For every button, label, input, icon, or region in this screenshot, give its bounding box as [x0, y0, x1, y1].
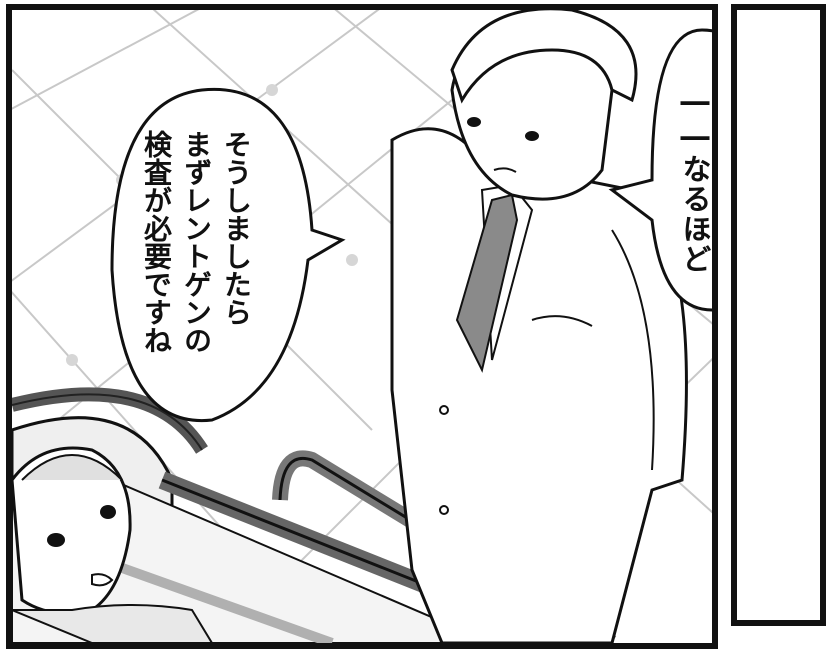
- patient-dialogue-line-3: 検査が必要ですね: [140, 130, 173, 354]
- patient-dialogue-line-1: そうしましたら: [220, 130, 253, 326]
- speech-bubble-left: [110, 87, 346, 423]
- doctor-figure: [390, 10, 688, 643]
- patient-figure: [12, 446, 214, 643]
- patient-dialogue-line-2: まずレントゲンの: [180, 130, 213, 354]
- manga-illustration: [12, 10, 712, 643]
- hospital-bed: [12, 387, 617, 643]
- speech-bubble-right: [608, 28, 712, 312]
- comic-panel-side: [731, 4, 826, 626]
- doctor-dialogue-text: ――なるほど: [678, 84, 712, 274]
- comic-panel-main: [6, 4, 718, 649]
